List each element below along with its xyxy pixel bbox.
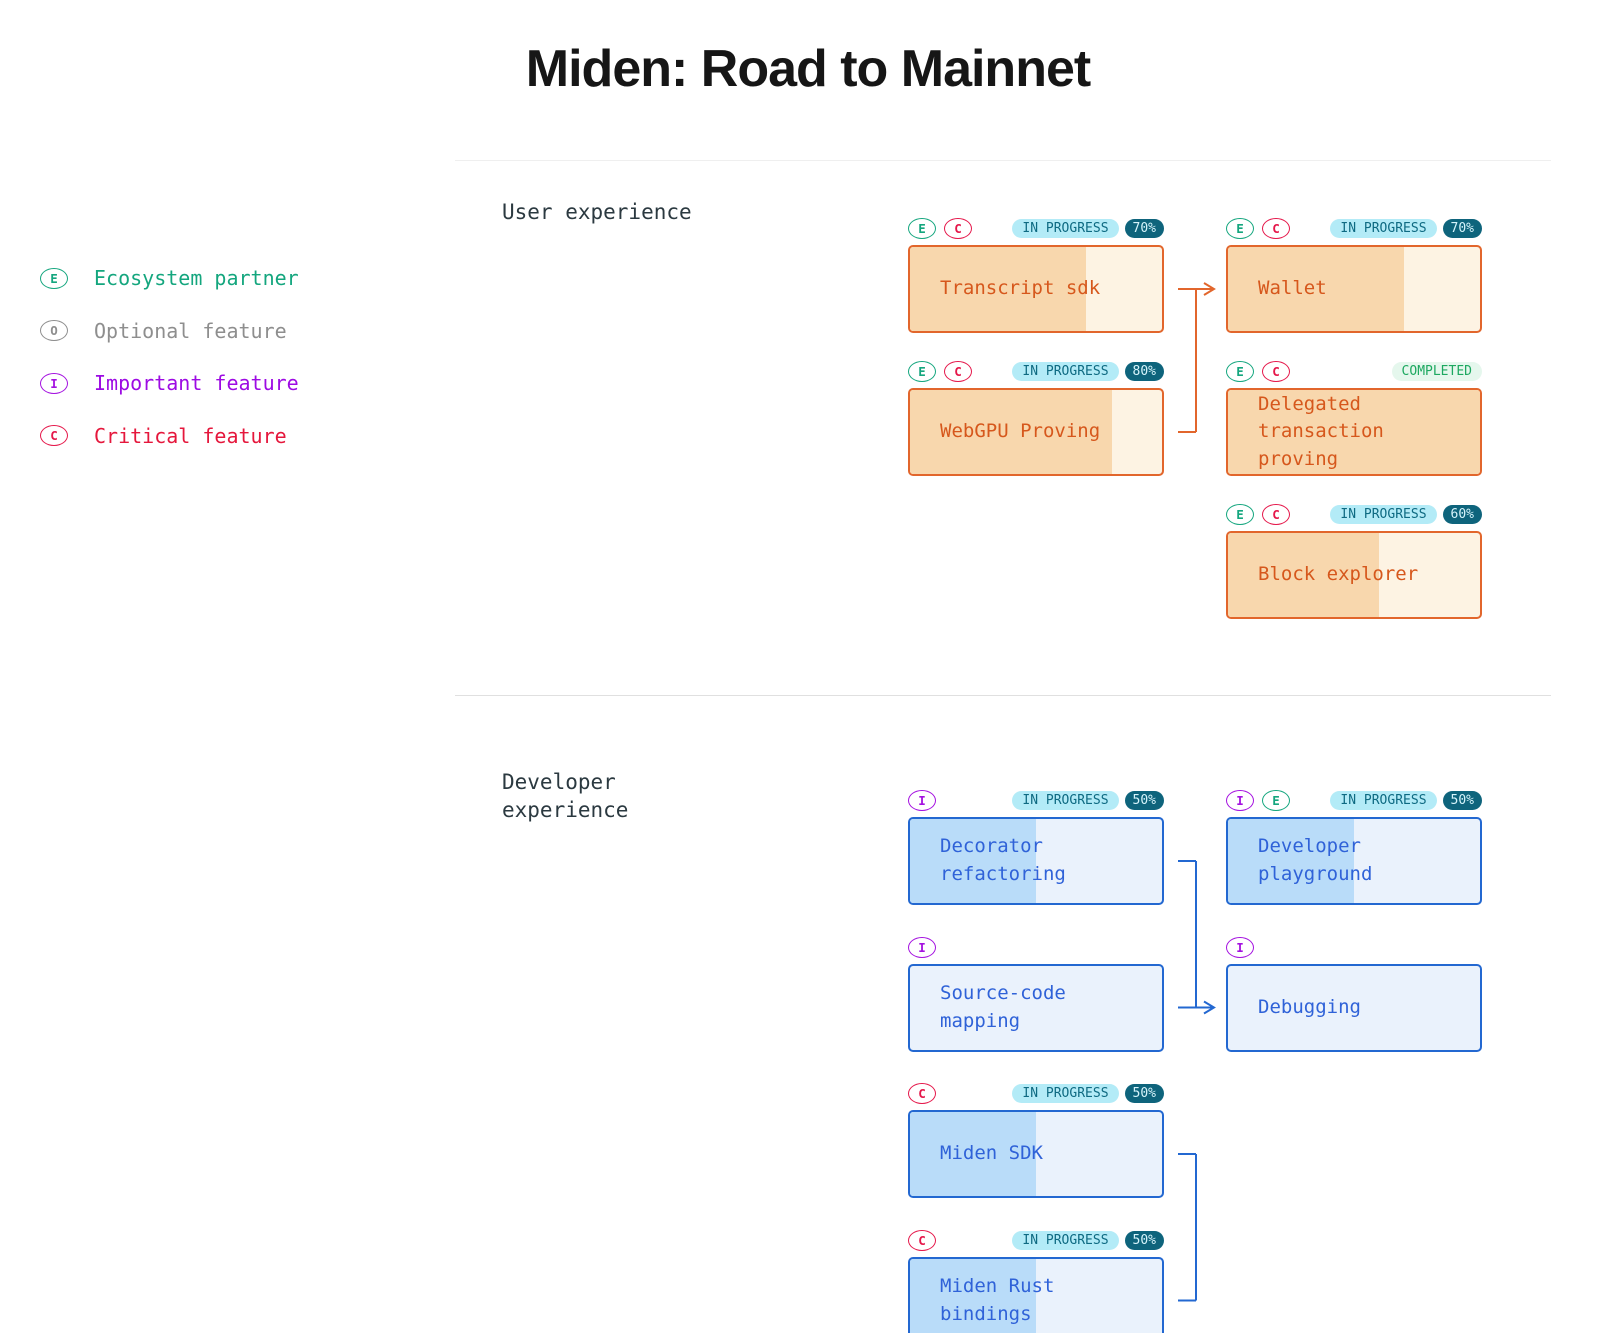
- status-badge: IN PROGRESS: [1012, 791, 1119, 810]
- progress-fill: [910, 247, 1087, 331]
- connector-dx-merge-to-debugging: [1178, 860, 1216, 1015]
- critical-badge-icon: C: [944, 218, 972, 239]
- section-label-user-experience: User experience: [502, 200, 692, 224]
- important-feature-badge-icon: I: [40, 372, 68, 394]
- progress-fill: [910, 1112, 1036, 1196]
- card-title: Decorator refactoring: [940, 835, 1066, 885]
- optional-feature-badge-icon: O: [40, 320, 68, 341]
- legend-item-critical-feature: C Critical feature: [40, 423, 287, 449]
- status-badge: IN PROGRESS: [1012, 362, 1119, 381]
- card-webgpu-proving[interactable]: WebGPU Proving: [908, 388, 1164, 476]
- card-developer-playground[interactable]: Developer playground: [1226, 817, 1482, 905]
- card-block-explorer[interactable]: Block explorer: [1226, 531, 1482, 619]
- card-title: Wallet: [1258, 277, 1327, 300]
- section-label-developer-experience: Developer experience: [502, 770, 629, 822]
- card-title: Miden Rust bindings: [940, 1274, 1055, 1325]
- badge-row-debugging: I: [1226, 936, 1482, 958]
- progress-fill: [910, 819, 1036, 903]
- progress-fill: [910, 390, 1112, 474]
- critical-badge-icon: C: [1262, 361, 1290, 382]
- card-source-code-mapping[interactable]: Source-code mapping: [908, 963, 1164, 1052]
- progress-badge: 50%: [1124, 1230, 1164, 1250]
- card-title: Miden SDK: [940, 1142, 1043, 1165]
- status-badge: IN PROGRESS: [1012, 219, 1119, 238]
- card-title: Delegated transaction proving: [1258, 392, 1384, 470]
- status-badge: COMPLETED: [1391, 362, 1482, 381]
- progress-badge: 50%: [1124, 1084, 1164, 1103]
- progress-badge: 70%: [1124, 219, 1164, 238]
- important-badge-icon: I: [908, 790, 936, 811]
- progress-badge: 50%: [1442, 791, 1482, 810]
- progress-fill: [1228, 819, 1354, 903]
- card-miden-rust-bindings[interactable]: Miden Rust bindings: [908, 1256, 1164, 1333]
- card-miden-sdk[interactable]: Miden SDK: [908, 1110, 1164, 1198]
- card-transcript-sdk[interactable]: Transcript sdk: [908, 245, 1164, 333]
- ecosystem-badge-icon: E: [1262, 790, 1290, 811]
- progress-badge: 70%: [1442, 219, 1482, 238]
- ecosystem-badge-icon: E: [908, 361, 936, 382]
- important-badge-icon: I: [1226, 790, 1254, 811]
- legend-item-optional-feature: O Optional feature: [40, 318, 287, 344]
- critical-badge-icon: C: [1262, 218, 1290, 239]
- progress-fill: [1228, 390, 1480, 474]
- section-divider-top: [455, 160, 1551, 161]
- legend-label: Ecosystem partner: [94, 266, 299, 290]
- progress-badge: 60%: [1442, 505, 1482, 524]
- critical-badge-icon: C: [908, 1083, 936, 1104]
- badge-row-miden-sdk: C IN PROGRESS 50%: [908, 1083, 1164, 1104]
- important-badge-icon: I: [908, 936, 936, 958]
- ecosystem-badge-icon: E: [1226, 218, 1254, 239]
- card-decorator-refactoring[interactable]: Decorator refactoring: [908, 817, 1164, 905]
- badge-row-decorator-refactoring: I IN PROGRESS 50%: [908, 790, 1164, 811]
- legend-label: Optional feature: [94, 318, 287, 343]
- connector-dx-sdk-bindings-merge: [1178, 1153, 1197, 1302]
- progress-badge: 50%: [1124, 791, 1164, 810]
- status-badge: IN PROGRESS: [1012, 1230, 1119, 1250]
- legend-item-important-feature: I Important feature: [40, 370, 299, 396]
- critical-feature-badge-icon: C: [40, 425, 68, 446]
- status-badge: IN PROGRESS: [1330, 791, 1437, 810]
- status-badge: IN PROGRESS: [1012, 1084, 1119, 1103]
- card-wallet[interactable]: Wallet: [1226, 245, 1482, 333]
- progress-fill: [1228, 533, 1380, 617]
- ecosystem-badge-icon: E: [1226, 504, 1254, 525]
- progress-fill: [910, 1258, 1036, 1333]
- ecosystem-partner-badge-icon: E: [40, 267, 68, 289]
- status-badge: IN PROGRESS: [1330, 219, 1437, 238]
- legend-item-ecosystem-partner: E Ecosystem partner: [40, 265, 299, 291]
- card-title: WebGPU Proving: [940, 420, 1101, 443]
- card-title: Transcript sdk: [940, 277, 1101, 300]
- legend-label: Critical feature: [94, 423, 287, 448]
- progress-fill: [1228, 247, 1405, 331]
- page-title: Miden: Road to Mainnet: [525, 39, 1091, 98]
- ecosystem-badge-icon: E: [1226, 361, 1254, 382]
- progress-badge: 80%: [1124, 362, 1164, 381]
- legend-label: Important feature: [94, 371, 299, 395]
- card-delegated-transaction-proving[interactable]: Delegated transaction proving: [1226, 388, 1482, 476]
- card-title: Source-code mapping: [940, 981, 1066, 1032]
- card-debugging[interactable]: Debugging: [1226, 963, 1482, 1052]
- badge-row-source-code-mapping: I: [908, 936, 1164, 958]
- connector-ux-merge-to-wallet: [1178, 282, 1216, 433]
- critical-badge-icon: C: [944, 361, 972, 382]
- critical-badge-icon: C: [1262, 504, 1290, 525]
- status-badge: IN PROGRESS: [1330, 505, 1437, 524]
- card-title: Debugging: [1258, 995, 1361, 1018]
- critical-badge-icon: C: [908, 1229, 936, 1251]
- card-title: Developer playground: [1258, 835, 1373, 885]
- card-title: Block explorer: [1258, 563, 1419, 586]
- ecosystem-badge-icon: E: [908, 218, 936, 239]
- important-badge-icon: I: [1226, 936, 1254, 958]
- section-divider: [455, 695, 1551, 696]
